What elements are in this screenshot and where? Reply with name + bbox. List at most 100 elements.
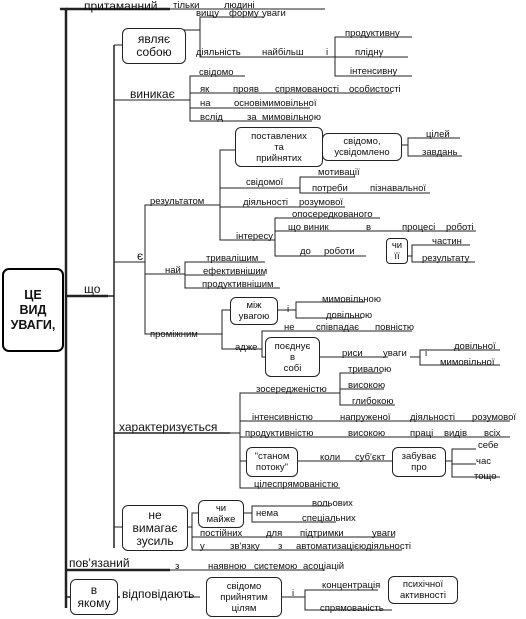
label-vysokoiu: високою: [348, 380, 386, 391]
node-postavlenykh: поставлених та прийнятих: [235, 127, 323, 167]
label-na: на: [200, 98, 211, 109]
label-uvahy: уваги: [262, 8, 286, 19]
label-roboty: роботі: [446, 222, 474, 233]
node-stanom-potoku: "станом потоку": [246, 447, 298, 477]
label-yak: як: [200, 84, 210, 95]
label-liudyni: людині: [224, 0, 255, 11]
label-vsikh: всіх: [484, 428, 501, 439]
label-zviazku: зв'язку: [230, 541, 260, 552]
label-protsesi: процесі: [402, 222, 436, 233]
label-nema: нема: [256, 508, 279, 519]
label-vslid: вслід: [200, 112, 223, 123]
label-uvahy-ye: уваги: [383, 348, 407, 359]
label-piznavalnoi: пізнавальної: [370, 183, 427, 194]
label-hlybokoiu: глибокою: [352, 396, 394, 407]
label-intensyvnu: інтенсивну: [350, 66, 398, 77]
label-svidomo: свідомо: [199, 67, 234, 78]
label-tryvaloiu: тривалою: [348, 364, 392, 375]
label-rozumovoi: розумової: [299, 197, 344, 208]
label-diialnosti-nv: діяльності: [366, 541, 412, 552]
label-v: в: [366, 222, 372, 233]
label-naiavnoiu: наявною: [208, 561, 247, 572]
label-tryvalishym: тривалішим: [206, 253, 259, 264]
node-chy-ii: чи її: [386, 238, 408, 264]
label-zavdan: завдань: [422, 147, 458, 158]
label-z: з: [175, 561, 180, 572]
label-vysokoiu2: високою: [348, 428, 386, 439]
label-do: до: [300, 246, 311, 257]
label-pidtrymky: підтримки: [300, 528, 344, 539]
label-rysy: риси: [342, 348, 363, 359]
label-promizhnym: проміжним: [150, 329, 198, 340]
label-oposeredkovanoho: опосередкованого: [292, 209, 373, 220]
label-kharakteryzuietsia: характеризується: [119, 420, 218, 434]
node-mizh-uvahoiu: між увагою: [230, 297, 278, 325]
label-postiinykh: постійних: [200, 528, 243, 539]
label-roboty2: роботи: [324, 246, 355, 257]
node-psykhichnoi: психічної активності: [388, 576, 458, 604]
label-volovykh: вольових: [312, 498, 353, 509]
label-produktyvnu: продуктивну: [345, 28, 400, 39]
label-tilky: тільки: [173, 0, 200, 11]
label-tsilei: цілей: [426, 129, 450, 140]
node-v-yakomu: в якому: [70, 579, 118, 615]
label-spivpadaie: співпадає: [316, 322, 360, 333]
label-spriamovanist: спрямованість: [320, 603, 384, 614]
label-zoseredzhenistiu: зосередженістю: [256, 384, 327, 395]
label-poviazanyi: пов'язаний: [69, 556, 130, 570]
label-spriamovanosti: спрямованості: [275, 84, 339, 95]
label-vyshchu: вищу: [196, 8, 220, 19]
label-sebe: себе: [478, 440, 499, 451]
label-chastyn: частин: [432, 236, 462, 247]
label-z-nv: з: [278, 541, 283, 552]
label-adzhe: адже: [235, 342, 258, 353]
label-chas: час: [476, 456, 491, 467]
label-rezultatom: результатом: [150, 196, 205, 207]
label-intensyvnistiu: інтенсивністю: [252, 412, 313, 423]
label-shcho: що: [84, 282, 101, 296]
label-tsilespriamovanistiu: цілеспрямованістю: [254, 479, 339, 490]
node-svidomo-pryiniatym: свідомо прийнятим цілям: [206, 577, 282, 617]
label-pliednu: плідну: [355, 47, 384, 58]
label-rezultatu: результату: [422, 253, 470, 264]
label-systemoiu: системою: [254, 561, 298, 572]
node-zabuvaie-pro: забуває про: [392, 447, 446, 477]
node-yavliaie-soboiu: являє собою: [122, 28, 186, 64]
node-posdnuie: поєднує в собі: [265, 337, 320, 377]
label-za: за: [247, 112, 257, 123]
label-i-mizh: і: [287, 304, 290, 315]
label-prytamannyi: притаманний: [84, 0, 158, 13]
label-i: і: [326, 47, 329, 58]
label-myvolnoi: мимовільної: [262, 98, 317, 109]
label-kontsentratsiia: концентрація: [322, 580, 381, 591]
label-produktyvnistiu: продуктивністю: [245, 428, 314, 439]
node-svidomo-usvidomleno: свідомо, усвідомлено: [322, 133, 402, 161]
label-asotsiatsii: асоціацій: [303, 561, 345, 572]
label-potreby: потреби: [312, 183, 348, 194]
label-nai: най: [165, 265, 181, 276]
label-diialnosti: діяльності: [243, 197, 289, 208]
label-dlia: для: [266, 528, 283, 539]
label-i-bottom: і: [292, 588, 295, 599]
label-avtomatyzatsiieiu: автоматизацією: [296, 541, 367, 552]
label-vidpovidaiut: відповідають: [122, 587, 195, 601]
node-chy-maizhe: чи майже: [198, 500, 244, 528]
label-motyvatsii: мотивації: [318, 167, 360, 178]
label-uvahy-nv: уваги: [372, 528, 396, 539]
label-napruzhenoi: напруженої: [340, 412, 391, 423]
label-shcho-vynyk: що виник: [288, 222, 329, 233]
root-node: ЦЕ ВИД УВАГИ,: [2, 268, 64, 352]
label-formu: форму: [229, 8, 259, 19]
label-diialnosti-kh: діяльності: [410, 412, 456, 423]
label-efektyvnishym: ефективнішим: [203, 266, 268, 277]
label-proiav: прояв: [233, 84, 259, 95]
label-koly: коли: [320, 452, 341, 463]
label-povnistiu: повністю: [375, 322, 415, 333]
label-osnovi: основі: [234, 98, 262, 109]
label-produktyvnishym: продуктивнішим: [202, 279, 274, 290]
node-ne-vymahaie: не вимагає зусиль: [122, 505, 188, 551]
label-dovilnoiu: довільною: [326, 310, 373, 321]
label-interesu: інтересу: [236, 231, 273, 242]
label-u: у: [200, 541, 205, 552]
